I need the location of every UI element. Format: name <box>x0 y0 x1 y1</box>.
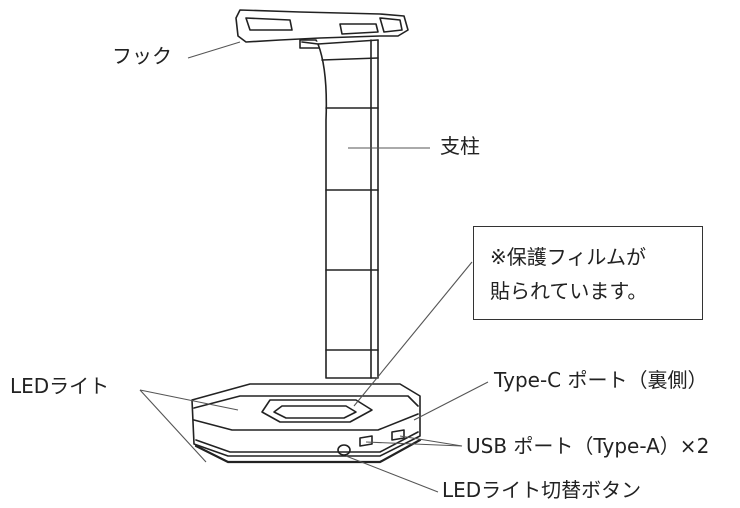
led-light-label: LEDライト <box>10 374 110 398</box>
hook-shape <box>235 9 409 49</box>
base-shape <box>191 383 422 464</box>
usb-port-label: USB ポート（Type-A）×2 <box>466 434 710 458</box>
protective-film-note: ※保護フィルムが 貼られています。 <box>473 226 703 320</box>
pillar-label: 支柱 <box>440 134 480 158</box>
hook-label: フック <box>112 44 172 68</box>
leader-lines <box>139 41 489 493</box>
led-switch-label: LEDライト切替ボタン <box>442 478 642 502</box>
pillar-shape <box>301 39 379 397</box>
note-line-1: ※保護フィルムが <box>490 245 646 269</box>
type-c-port-label: Type-C ポート（裏側） <box>494 368 708 392</box>
note-line-2: 貼られています。 <box>490 279 648 303</box>
